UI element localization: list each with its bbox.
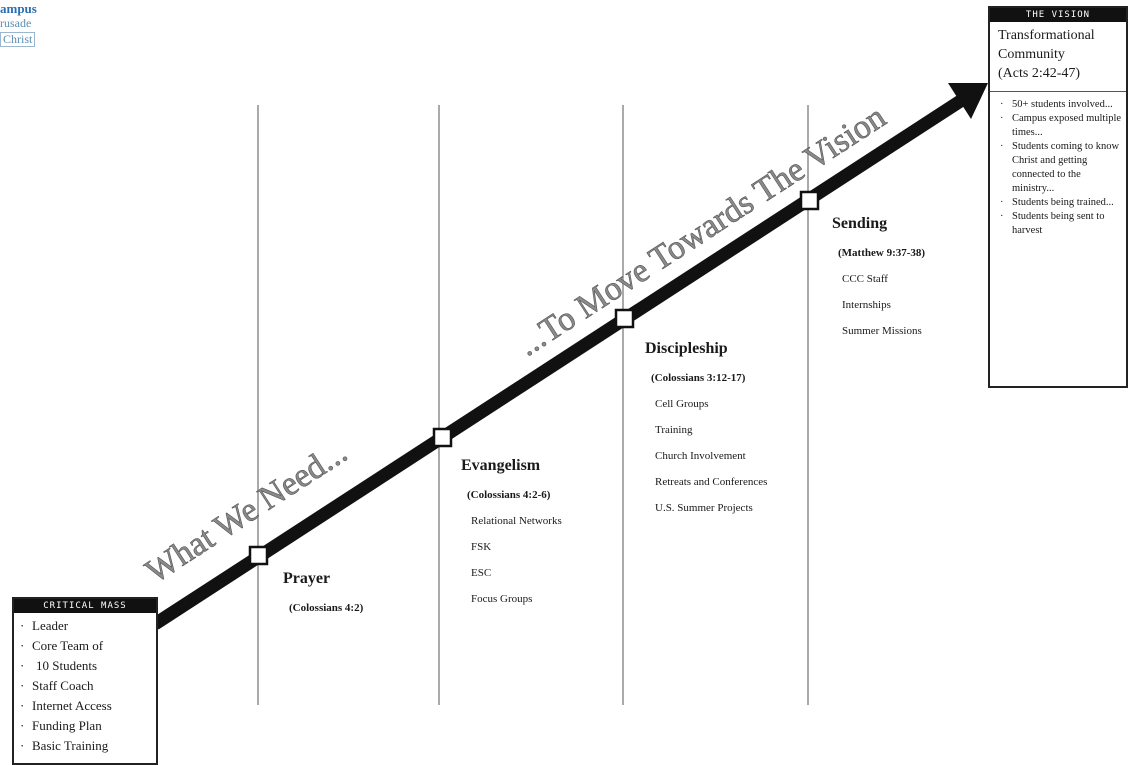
vision-header: THE VISION	[990, 8, 1126, 22]
stage-item: CCC Staff	[842, 273, 888, 285]
list-item: Students being sent to harvest	[1000, 210, 1122, 238]
stage-item: Retreats and Conferences	[655, 476, 768, 488]
logo-line-2: rusade	[0, 16, 32, 30]
stage-title: Sending	[832, 215, 888, 232]
stage-prayer: Prayer (Colossians 4:2)	[283, 570, 363, 628]
campus-crusade-logo: ampus rusade Christ	[0, 0, 56, 52]
logo-line-1: ampus	[0, 1, 37, 16]
vision-title-line: Community	[998, 47, 1065, 62]
critical-mass-header: CRITICAL MASS	[14, 599, 156, 613]
vision-title-line: Transformational	[998, 28, 1095, 43]
vision-title-line: (Acts 2:42-47)	[998, 66, 1081, 81]
vision-box: THE VISION Transformational Community (A…	[988, 6, 1128, 388]
milestone-marker-4	[799, 190, 820, 211]
stage-item: U.S. Summer Projects	[655, 502, 753, 514]
list-item: Campus exposed multiple times...	[1000, 112, 1122, 140]
list-item: Leader	[20, 616, 152, 636]
stage-title: Prayer	[283, 570, 331, 587]
list-item: Core Team of	[20, 636, 152, 656]
list-item: Staff Coach	[20, 676, 152, 696]
list-item: 50+ students involved...	[1000, 98, 1122, 112]
stage-title: Discipleship	[645, 340, 728, 357]
stage-item: Internships	[842, 299, 891, 311]
stage-item: Focus Groups	[471, 593, 533, 605]
stage-item: Church Involvement	[655, 450, 746, 462]
arrow-shaft	[151, 94, 966, 630]
arrow-head	[948, 83, 988, 119]
stage-reference: (Colossians 3:12-17)	[651, 372, 746, 384]
stage-sending: Sending (Matthew 9:37-38) CCC Staff Inte…	[832, 215, 925, 351]
critical-mass-list: Leader Core Team of 10 Students Staff Co…	[14, 613, 156, 756]
milestone-marker-2	[432, 427, 453, 448]
list-item: Internet Access	[20, 696, 152, 716]
stage-item: Training	[655, 424, 693, 436]
list-item: Students being trained...	[1000, 196, 1122, 210]
vision-title: Transformational Community (Acts 2:42-47…	[990, 22, 1126, 92]
milestone-marker-3	[614, 308, 635, 329]
stage-evangelism: Evangelism (Colossians 4:2-6) Relational…	[461, 457, 562, 619]
stage-reference: (Colossians 4:2-6)	[467, 489, 551, 501]
list-item: Students coming to know Christ and getti…	[1000, 140, 1122, 196]
stage-item: FSK	[471, 541, 492, 553]
milestone-marker-1	[248, 545, 269, 566]
stage-item: Relational Networks	[471, 515, 562, 527]
stage-reference: (Matthew 9:37-38)	[838, 247, 926, 259]
logo-line-3: Christ	[0, 32, 36, 47]
stage-title: Evangelism	[461, 457, 541, 474]
stage-reference: (Colossians 4:2)	[289, 602, 364, 614]
stage-discipleship: Discipleship (Colossians 3:12-17) Cell G…	[645, 340, 767, 528]
stage-item: Cell Groups	[655, 398, 709, 410]
stage-item: ESC	[471, 567, 492, 579]
list-item: Funding Plan	[20, 716, 152, 736]
list-item: Basic Training	[20, 736, 152, 756]
vision-list: 50+ students involved... Campus exposed …	[990, 92, 1126, 244]
critical-mass-box: CRITICAL MASS Leader Core Team of 10 Stu…	[12, 597, 158, 765]
list-item: 10 Students	[20, 656, 152, 676]
stage-item: Summer Missions	[842, 325, 922, 337]
